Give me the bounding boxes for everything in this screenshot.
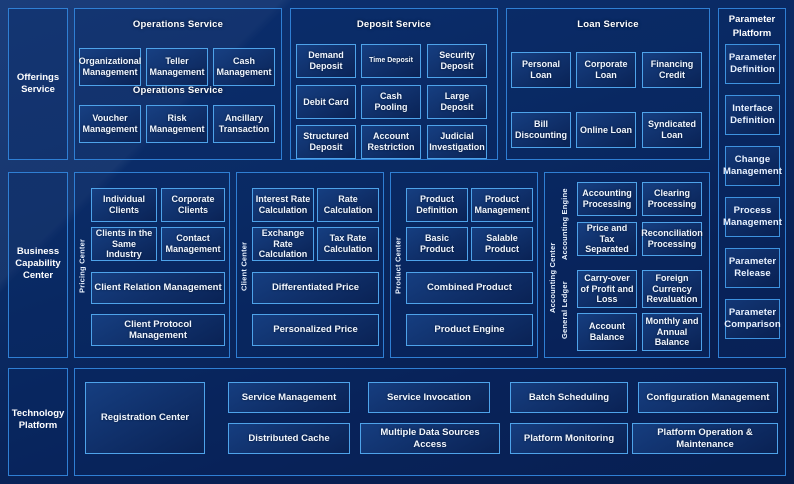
tile-cash-management[interactable]: Cash Management [213,48,275,86]
tile-combined-product[interactable]: Combined Product [406,272,533,304]
group-general-ledger-label: General Ledger [560,281,569,339]
sidebar-item-parameter-release[interactable]: Parameter Release [725,248,780,288]
tile-monthly-and-annual-balance[interactable]: Monthly and Annual Balance [642,313,702,351]
sidebar-item-parameter-comparison[interactable]: Parameter Comparison [724,299,781,339]
tile-multiple-data-sources-access[interactable]: Multiple Data Sources Access [360,423,500,454]
tile-platform-monitoring[interactable]: Platform Monitoring [510,423,628,454]
business-capability-rail [8,172,68,358]
tile-risk-management[interactable]: Risk Management [146,105,208,143]
tile-cash-pooling[interactable]: Cash Pooling [361,85,421,119]
group-deposit-service-title: Deposit Service [356,19,432,30]
tile-service-management[interactable]: Service Management [228,382,350,413]
tile-platform-operation-maintenance[interactable]: Platform Operation & Maintenance [632,423,778,454]
tile-judicial-investigation[interactable]: Judicial Investigation [427,125,487,159]
sidebar-item-interface-definition[interactable]: Interface Definition [725,95,780,135]
group-operations-service-title: Operations Service [132,19,224,30]
tile-accounting-processing[interactable]: Accounting Processing [577,182,637,216]
tile-account-balance[interactable]: Account Balance [577,313,637,351]
tile-rate-calculation[interactable]: Rate Calculation [317,188,379,222]
tile-carry-over-of-profit-and-loss[interactable]: Carry-over of Profit and Loss [577,270,637,308]
technology-platform-rail-label: Technology Platform [11,408,65,431]
sidebar-item-process-management[interactable]: Process Management [723,197,782,237]
tile-exchange-rate-calculation[interactable]: Exchange Rate Calculation [252,227,314,261]
group-accounting-center-label: Accounting Center [548,242,557,314]
tile-debit-card[interactable]: Debit Card [296,85,356,119]
tile-account-restriction[interactable]: Account Restriction [361,125,421,159]
sidebar-item-parameter-definition[interactable]: Parameter Definition [725,44,780,84]
tile-financing-credit[interactable]: Financing Credit [642,52,702,88]
business-capability-rail-label: Business Capability Center [15,246,61,281]
tile-product-management[interactable]: Product Management [471,188,533,222]
tile-product-definition[interactable]: Product Definition [406,188,468,222]
tile-differentiated-price[interactable]: Differentiated Price [252,272,379,304]
tile-registration-center[interactable]: Registration Center [85,382,205,454]
tile-corporate-loan[interactable]: Corporate Loan [576,52,636,88]
tile-security-deposit[interactable]: Security Deposit [427,44,487,78]
tile-time-deposit[interactable]: Time Deposit [361,44,421,78]
parameter-platform-title-line2: Platform [732,28,772,39]
tile-price-and-tax-separated[interactable]: Price and Tax Separated [577,222,637,256]
tile-configuration-management[interactable]: Configuration Management [638,382,778,413]
tile-service-invocation[interactable]: Service Invocation [368,382,490,413]
group-loan-service-title: Loan Service [577,19,639,30]
tile-personal-loan[interactable]: Personal Loan [511,52,571,88]
group-client-center-label: Client Center [239,241,249,291]
tile-client-relation-management[interactable]: Client Relation Management [91,272,225,304]
tile-teller-management[interactable]: Teller Management [146,48,208,86]
tile-demand-deposit[interactable]: Demand Deposit [296,44,356,78]
tile-basic-product[interactable]: Basic Product [406,227,468,261]
sidebar-item-change-management[interactable]: Change Management [723,146,782,186]
group-pricing-center-label: Pricing Center [77,238,87,294]
tile-bill-discounting[interactable]: Bill Discounting [511,112,571,148]
tile-corporate-clients[interactable]: Corporate Clients [161,188,225,222]
parameter-platform-title-line1: Parameter [728,14,776,25]
offerings-service-rail [8,8,68,160]
tile-individual-clients[interactable]: Individual Clients [91,188,157,222]
tile-personalized-price[interactable]: Personalized Price [252,314,379,346]
group-product-center-label: Product Center [393,237,403,295]
tile-tax-rate-calculation[interactable]: Tax Rate Calculation [317,227,379,261]
tile-distributed-cache[interactable]: Distributed Cache [228,423,350,454]
tile-ancillary-transaction[interactable]: Ancillary Transaction [213,105,275,143]
tile-interest-rate-calculation[interactable]: Interest Rate Calculation [252,188,314,222]
tile-foreign-currency-revaluation[interactable]: Foreign Currency Revaluation [642,270,702,308]
tile-client-protocol-management[interactable]: Client Protocol Management [91,314,225,346]
tile-clearing-processing[interactable]: Clearing Processing [642,182,702,216]
group-accounting-engine-label: Accounting Engine [560,188,569,260]
tile-large-deposit[interactable]: Large Deposit [427,85,487,119]
tile-product-engine[interactable]: Product Engine [406,314,533,346]
tile-reconciliation-processing[interactable]: Reconciliation Processing [641,222,703,256]
tile-structured-deposit[interactable]: Structured Deposit [296,125,356,159]
tile-contact-management[interactable]: Contact Management [161,227,225,261]
offerings-service-rail-label: Offerings Service [16,72,60,95]
technology-platform-rail [8,368,68,476]
tile-batch-scheduling[interactable]: Batch Scheduling [510,382,628,413]
tile-clients-same-industry[interactable]: Clients in the Same Industry [91,227,157,261]
tile-voucher-management[interactable]: Voucher Management [79,105,141,143]
tile-organizational-management[interactable]: Organizational Management [79,48,141,86]
tile-online-loan[interactable]: Online Loan [576,112,636,148]
tile-syndicated-loan[interactable]: Syndicated Loan [642,112,702,148]
group-operations-service-subtitle: Operations Service [132,85,224,96]
tile-salable-product[interactable]: Salable Product [471,227,533,261]
